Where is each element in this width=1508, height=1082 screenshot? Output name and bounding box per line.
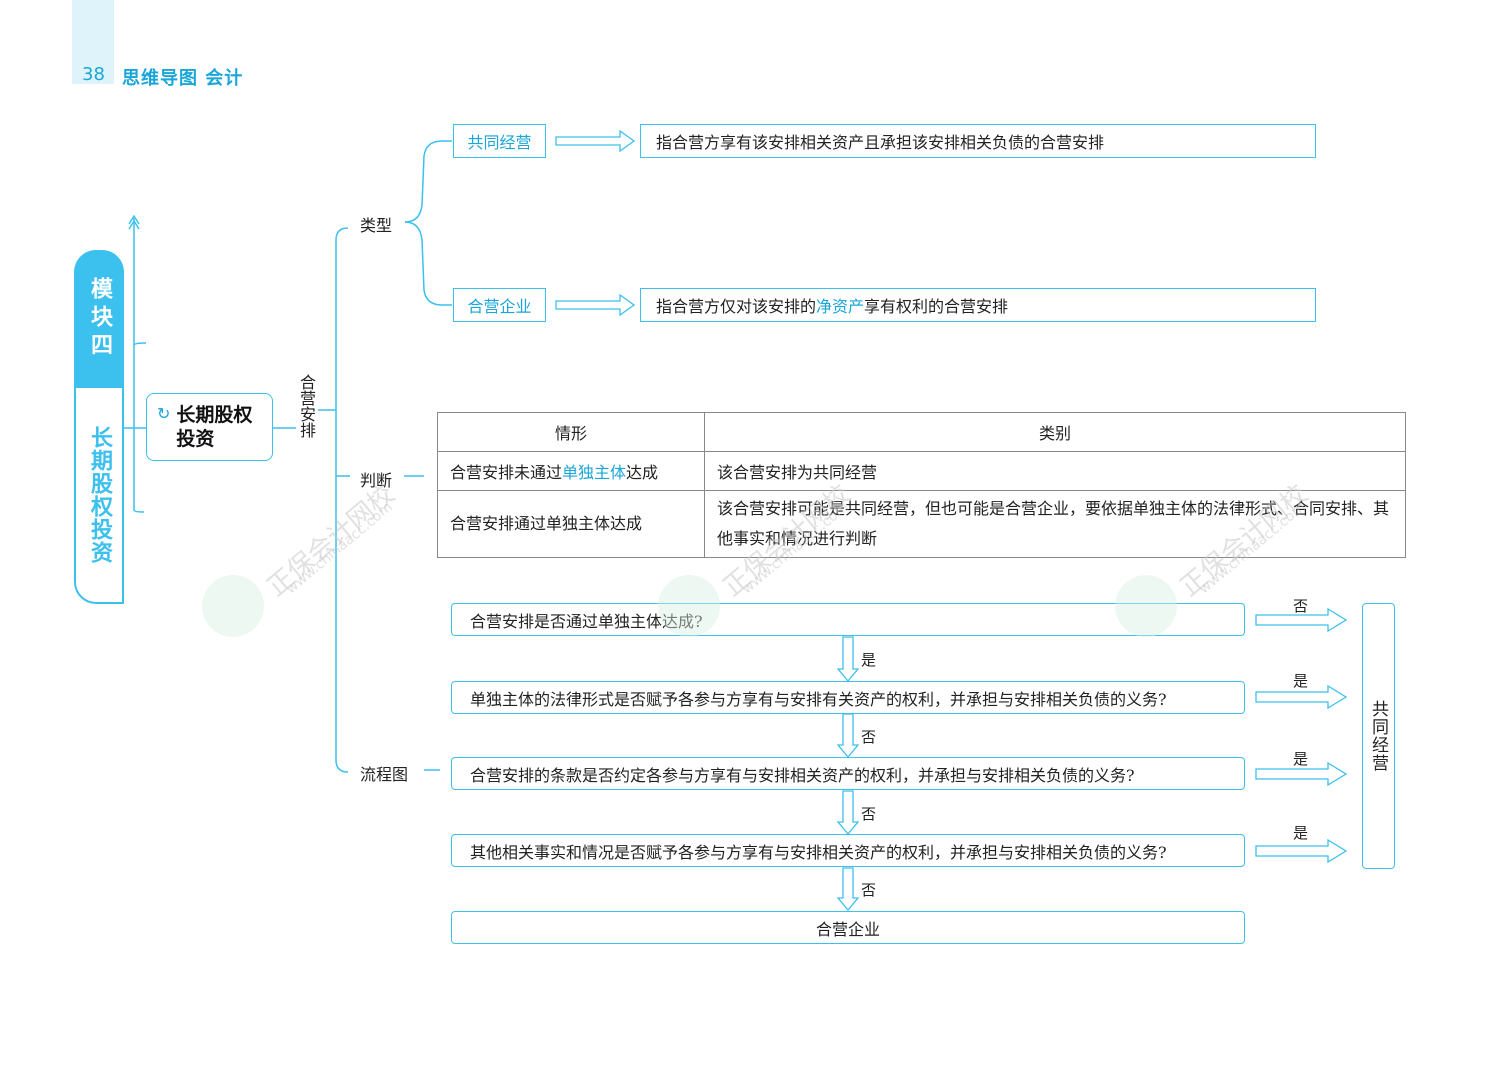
module-number-tab: 模块四 [74, 250, 124, 388]
watermark-logo [202, 575, 264, 637]
watermark-logo [1115, 575, 1177, 637]
down-label-3: 否 [861, 805, 877, 823]
definition-highlight: 净资产 [816, 297, 865, 316]
type-joint-operation-definition: 指合营方享有该安排相关资产且承担该安排相关负债的合营安排 [640, 124, 1316, 158]
table-header-row: 情形 类别 [437, 412, 1406, 452]
root-label: 长期股权投资 [176, 404, 253, 450]
flow-question-4: 其他相关事实和情况是否赋予各参与方享有与安排相关资产的权利，并承担与安排相关负债… [451, 834, 1245, 867]
refresh-icon: ↻ [157, 404, 171, 423]
down-label-4: 否 [861, 881, 877, 899]
down-label-2: 否 [861, 728, 877, 746]
side-label-2: 是 [1293, 672, 1309, 690]
root-node: ↻ 长期股权投资 [146, 393, 273, 461]
type-joint-operation: 共同经营 [453, 124, 546, 158]
flow-result-joint-operation: 共同经营 [1362, 603, 1395, 869]
down-label-1: 是 [861, 651, 877, 669]
flow-question-2: 单独主体的法律形式是否赋予各参与方享有与安排有关资产的权利，并承担与安排相关负债… [451, 681, 1245, 714]
table-row: 合营安排通过单独主体达成 该合营安排可能是共同经营，但也可能是合营企业，要依据单… [437, 490, 1406, 558]
side-label-1: 否 [1293, 597, 1309, 615]
flow-result-joint-venture: 合营企业 [451, 911, 1245, 944]
type-joint-venture-definition: 指合营方仅对该安排的净资产享有权利的合营安排 [640, 288, 1316, 322]
module-name-tab: 长期股权投资 [74, 388, 124, 604]
types-label: 类型 [360, 216, 393, 235]
page-title: 思维导图 会计 [122, 68, 244, 89]
definition-pre: 指合营方仅对该安排的 [656, 297, 817, 316]
flow-question-3: 合营安排的条款是否约定各参与方享有与安排相关资产的权利，并承担与安排相关负债的义… [451, 757, 1245, 790]
header-category: 类别 [704, 412, 1406, 452]
side-label-4: 是 [1293, 824, 1309, 842]
row2-category: 该合营安排可能是共同经营，但也可能是合营企业，要依据单独主体的法律形式、合同安排… [704, 490, 1406, 558]
row2-case: 合营安排通过单独主体达成 [437, 490, 705, 558]
header-strip [72, 0, 114, 84]
table-row: 合营安排未通过单独主体达成 该合营安排为共同经营 [437, 451, 1406, 491]
side-label-3: 是 [1293, 750, 1309, 768]
flow-question-1: 合营安排是否通过单独主体达成? [451, 603, 1245, 636]
judgment-label: 判断 [360, 471, 393, 490]
row1-category: 该合营安排为共同经营 [704, 451, 1406, 491]
type-joint-venture: 合营企业 [453, 288, 546, 322]
branch-label: 合营安排 [297, 374, 316, 438]
judgment-table: 情形 类别 合营安排未通过单独主体达成 该合营安排为共同经营 合营安排通过单独主… [437, 412, 1406, 558]
header-case: 情形 [437, 412, 705, 452]
watermark-logo [658, 575, 720, 637]
module-number-text: 模块四 [87, 277, 112, 361]
definition-post: 享有权利的合营安排 [864, 297, 1009, 316]
row1-case: 合营安排未通过单独主体达成 [437, 451, 705, 491]
flowchart-label: 流程图 [360, 765, 409, 784]
page-number: 38 [82, 64, 105, 85]
module-name-text: 长期股权投资 [87, 426, 112, 564]
